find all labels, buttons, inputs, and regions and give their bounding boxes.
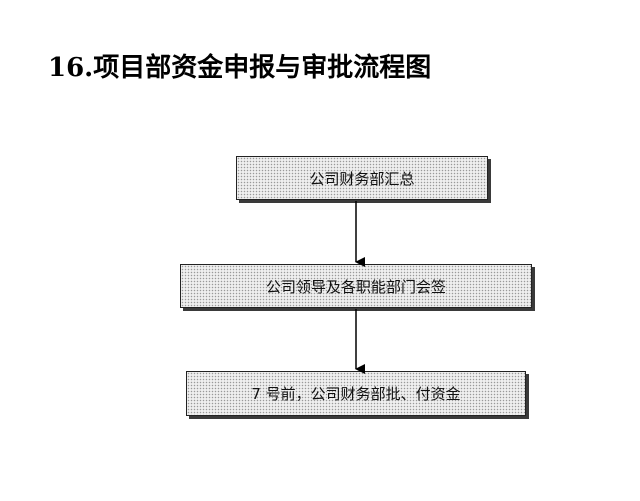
step-box-1: 公司财务部汇总 [236, 156, 488, 200]
step-label-2: 公司领导及各职能部门会签 [265, 277, 446, 296]
step-label-3: 7 号前，公司财务部批、付资金 [251, 385, 461, 403]
step-box-3: 7 号前，公司财务部批、付资金 [186, 371, 526, 416]
page-title: 16.项目部资金申报与审批流程图 [48, 53, 432, 83]
step-box-2: 公司领导及各职能部门会签 [180, 264, 532, 308]
step-label-1: 公司财务部汇总 [309, 169, 415, 188]
